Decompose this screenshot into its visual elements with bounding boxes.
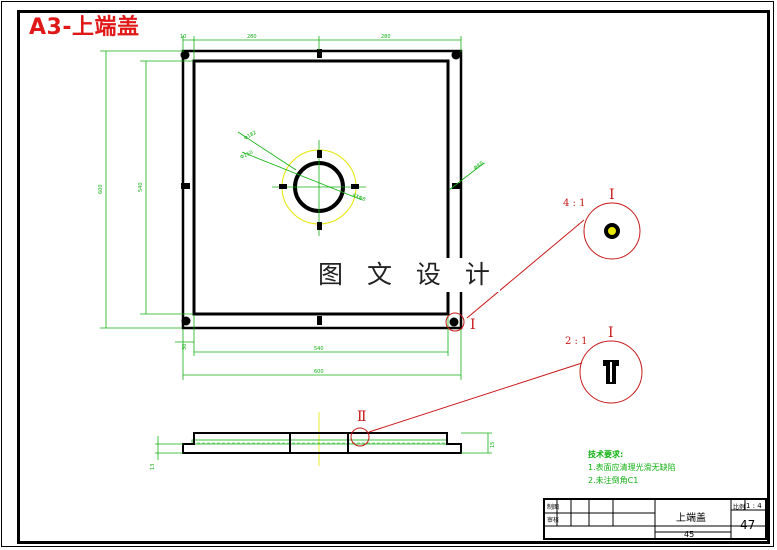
corner-hole-br — [449, 317, 459, 327]
sheet-title: A3-上端盖 — [29, 15, 140, 40]
dim-top-mid2: 280 — [381, 34, 391, 40]
plan-view: Φ182 Φ150 4XΦ8 Φ8孔 — [180, 49, 486, 330]
title-block: 制图 审核 上端盖 比例 1 : 4 45 47 — [543, 498, 767, 540]
section-callout-circle — [350, 427, 370, 447]
dim-hole-label: Φ8孔 — [472, 159, 486, 172]
dim-section-left: 13 — [150, 464, 156, 470]
title-block-scale-label: 比例 — [733, 504, 746, 511]
diameter-leader-1 — [241, 151, 363, 201]
dim-dia-3: 4XΦ8 — [351, 192, 366, 203]
corner-hole-bl — [181, 316, 191, 326]
section-view: 13 15 — [150, 412, 496, 470]
dim-bottom-inner: 540 — [314, 346, 324, 352]
detail1-mark: I — [609, 187, 615, 203]
dim-left-outer: 600 — [98, 184, 104, 194]
plate-inner-outline — [192, 59, 450, 316]
diameter-leader-2 — [237, 131, 297, 171]
boss-hole-top — [317, 150, 322, 158]
detail2-mark: I — [608, 325, 614, 341]
sheet-inner-border — [17, 10, 770, 544]
dim-top-left: 10 — [180, 34, 186, 40]
section-hatch-band — [191, 439, 448, 445]
edge-hole-top — [317, 49, 322, 58]
detail1-boundary — [583, 202, 641, 260]
detail2-leader — [368, 362, 583, 433]
corner-hole-tr — [451, 50, 461, 60]
dim-dia-1: Φ182 — [243, 130, 258, 142]
corner-hole-tl — [180, 50, 190, 60]
dim-dia-2: Φ150 — [239, 150, 254, 161]
notes-line-2: 2.未注倒角C1 — [588, 476, 639, 485]
title-block-row2-label: 审核 — [547, 517, 560, 524]
dim-section-right: 15 — [490, 442, 496, 448]
title-block-scale-value: 1 : 4 — [746, 502, 762, 510]
boss-bolt-holes — [279, 150, 359, 230]
edge-holes — [180, 49, 461, 327]
title-block-sheet-number: 47 — [740, 518, 756, 532]
boss-hole-left — [279, 184, 287, 189]
notes-heading: 技术要求: — [588, 450, 624, 459]
boss-hole-bottom — [317, 222, 322, 230]
notes-line-1: 1.表面应清理光滑无缺陷 — [588, 463, 676, 472]
boss-hole-right — [351, 184, 359, 189]
dim-bottom-left: 30 — [182, 344, 188, 350]
title-block-material: 45 — [684, 530, 695, 539]
dim-bottom-outer: 600 — [314, 369, 324, 375]
detail1-source-circle — [445, 312, 465, 332]
dim-top-mid1: 280 — [247, 34, 257, 40]
watermark-text: 图 文 设 计 — [316, 258, 500, 292]
edge-hole-left — [181, 183, 190, 189]
detail1-leader — [466, 219, 585, 319]
detail-views — [368, 202, 643, 433]
edge-hole-right — [452, 183, 461, 189]
dimension-lines — [100, 36, 462, 380]
dim-left-inner: 540 — [138, 182, 144, 192]
callout-top-mark: I — [470, 317, 476, 333]
detail2-scale: 2 : 1 — [565, 336, 588, 347]
edge-hole-bottom — [317, 316, 322, 325]
technical-notes: 技术要求: 1.表面应清理光滑无缺陷 2.未注倒角C1 — [588, 448, 676, 487]
callout-section-mark: Ⅱ — [357, 409, 367, 425]
title-block-part-name: 上端盖 — [676, 513, 706, 524]
title-block-grid — [545, 500, 765, 538]
hole-leader — [448, 162, 485, 191]
detail1-scale: 4 : 1 — [563, 198, 586, 209]
dimension-texts: 10 280 280 600 540 30 540 600 — [98, 34, 391, 375]
detail2-boundary — [579, 340, 643, 404]
section-outline — [182, 432, 462, 454]
title-block-row1-label: 制图 — [547, 504, 560, 511]
detail1-hole-center — [608, 227, 616, 235]
